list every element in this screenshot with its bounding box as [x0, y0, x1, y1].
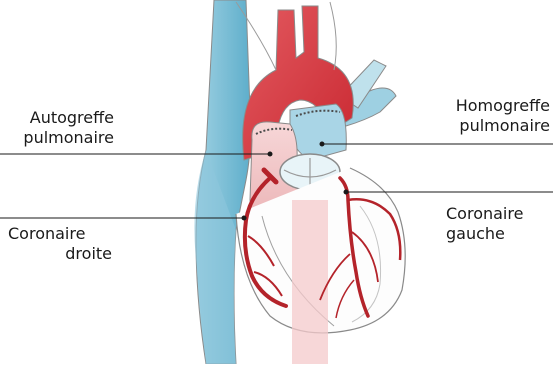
label-coronaire-droite-line2: droite	[8, 244, 112, 264]
label-autogreffe: Autogreffe pulmonaire	[0, 108, 114, 148]
carotid-outline	[330, 2, 336, 70]
leader-autogreffe-dot	[268, 152, 272, 156]
descending-aorta	[292, 200, 328, 364]
leader-coronaire-gauche-dot	[344, 190, 348, 194]
label-autogreffe-line1: Autogreffe	[0, 108, 114, 128]
label-coronaire-gauche-line1: Coronaire	[446, 204, 546, 224]
leader-coronaire-droite-dot	[242, 216, 246, 220]
label-autogreffe-line2: pulmonaire	[0, 128, 114, 148]
leader-homogreffe-dot	[320, 142, 324, 146]
label-homogreffe-line1: Homogreffe	[430, 96, 550, 116]
homograft-tube	[290, 104, 346, 160]
label-homogreffe-line2: pulmonaire	[430, 116, 550, 136]
label-homogreffe: Homogreffe pulmonaire	[430, 96, 550, 136]
label-coronaire-droite: Coronaire droite	[8, 224, 112, 264]
label-coronaire-gauche-line2: gauche	[446, 224, 546, 244]
label-coronaire-gauche: Coronaire gauche	[446, 204, 546, 244]
label-coronaire-droite-line1: Coronaire	[8, 224, 112, 244]
